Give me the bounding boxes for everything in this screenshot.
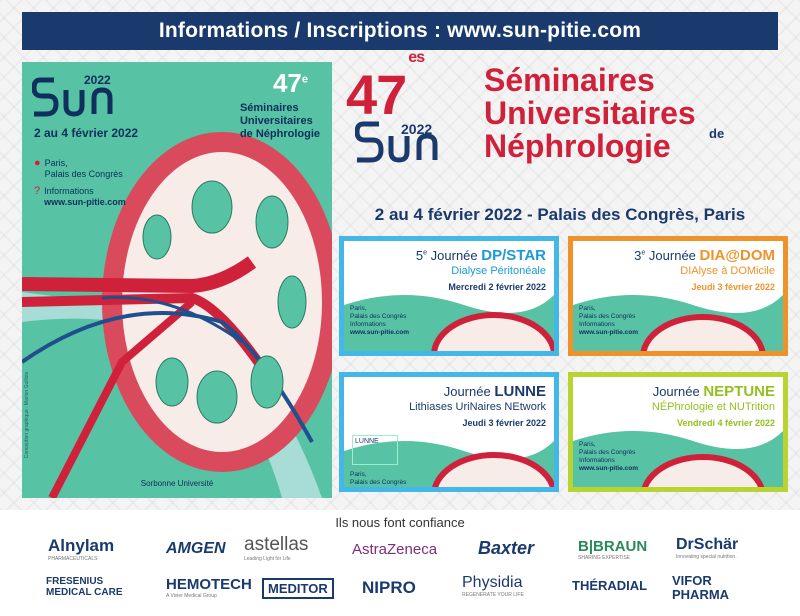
- card-neptune-date: Vendredi 4 février 2022: [676, 418, 775, 428]
- poster-university: Sorbonne Université: [140, 479, 214, 488]
- main-edition-number: 47es: [346, 49, 425, 126]
- location-pin-icon: ●: [34, 157, 41, 169]
- sponsor-amgen: AMGEN: [166, 540, 226, 557]
- poster-place: Paris, Palais des Congrès: [44, 158, 123, 179]
- title-line-1: Séminaires: [484, 62, 655, 98]
- card-dia-subtitle: DIAlyse à DOMicile: [680, 265, 775, 277]
- sponsor-vifor: VIFOR PHARMA: [672, 573, 730, 602]
- card-neptune-subtitle: NÉPhrologie et NUTrition: [651, 401, 775, 413]
- sponsor-fresenius: FRESENIUS MEDICAL CARE: [46, 576, 123, 598]
- card-neptune-wave: [573, 431, 783, 487]
- poster-credit: Conception graphique : Marion Guillois: [24, 371, 30, 458]
- sponsors-label: Ils nous font confiance: [335, 515, 465, 530]
- title-line-2: Universitaires: [484, 95, 696, 131]
- card-lunne[interactable]: Journée LUNNE Lithiases UriNaires NEtwor…: [339, 372, 559, 492]
- main-title: Séminaires Universitaires de Néphrologie: [484, 62, 724, 164]
- title-de: de: [709, 126, 725, 141]
- poster-edition: 47e: [272, 68, 308, 98]
- poster-logo-year: 2022: [84, 73, 111, 87]
- sponsor-nipro: NIPRO: [362, 578, 416, 597]
- card-neptune-title: Journée NEPTUNE: [652, 383, 775, 400]
- card-dp-wave: [344, 295, 554, 351]
- card-dp-subtitle: Dialyse Péritonéale: [451, 265, 546, 277]
- kidney-illustration: [22, 132, 332, 498]
- card-dia-dom[interactable]: 3e Journée DIA@DOM DIAlyse à DOMicile Je…: [568, 236, 788, 356]
- banner-text: Informations / Inscriptions : www.sun-pi…: [158, 19, 642, 42]
- card-dp-title: 5e Journée DP/STAR: [415, 247, 546, 264]
- sponsor-theradial: THÉRADIAL: [572, 578, 648, 593]
- main-sun-logo: 2022: [355, 121, 438, 163]
- card-lunne-title: Journée LUNNE: [443, 383, 546, 400]
- lunne-logo: LUNNE: [352, 435, 398, 465]
- info-banner[interactable]: Informations / Inscriptions : www.sun-pi…: [22, 12, 778, 50]
- card-lunne-info: Paris, Palais des Congrès: [350, 471, 407, 486]
- card-lunne-subtitle: Lithiases UriNaires NEtwork: [409, 401, 546, 413]
- card-lunne-wave: [344, 441, 554, 487]
- question-icon: ?: [34, 185, 41, 197]
- poster-dates: 2 au 4 février 2022: [34, 126, 139, 140]
- card-neptune[interactable]: Journée NEPTUNE NÉPhrologie et NUTrition…: [568, 372, 788, 492]
- sponsor-meditor: MEDITOR: [262, 578, 334, 599]
- poster-info: ●Paris, Palais des Congrès ?Informations…: [34, 158, 126, 214]
- event-poster: 2022 47e Séminaires Universitaires de Né…: [22, 62, 332, 498]
- main-logo-year: 2022: [401, 121, 432, 137]
- sponsor-baxter: Baxter: [478, 538, 535, 558]
- card-dp-star[interactable]: 5e Journée DP/STAR Dialyse Péritonéale M…: [339, 236, 559, 356]
- title-line-3: Néphrologie: [484, 128, 671, 164]
- card-lunne-date: Jeudi 3 février 2022: [462, 418, 546, 428]
- poster-info-label: Informations: [44, 186, 94, 196]
- poster-title: Séminaires Universitaires de Néphrologie: [239, 102, 320, 140]
- card-dia-date: Jeudi 3 février 2022: [691, 282, 775, 292]
- card-dp-date: Mercredi 2 février 2022: [448, 282, 546, 292]
- sponsor-astrazeneca: AstraZeneca: [352, 541, 438, 558]
- card-dia-title: 3e Journée DIA@DOM: [634, 247, 775, 264]
- card-dia-wave: [573, 295, 783, 351]
- main-dates-place: 2 au 4 février 2022 - Palais des Congrès…: [374, 205, 746, 224]
- poster-url[interactable]: www.sun-pitie.com: [44, 197, 126, 207]
- sun-logo: 2022: [32, 73, 113, 117]
